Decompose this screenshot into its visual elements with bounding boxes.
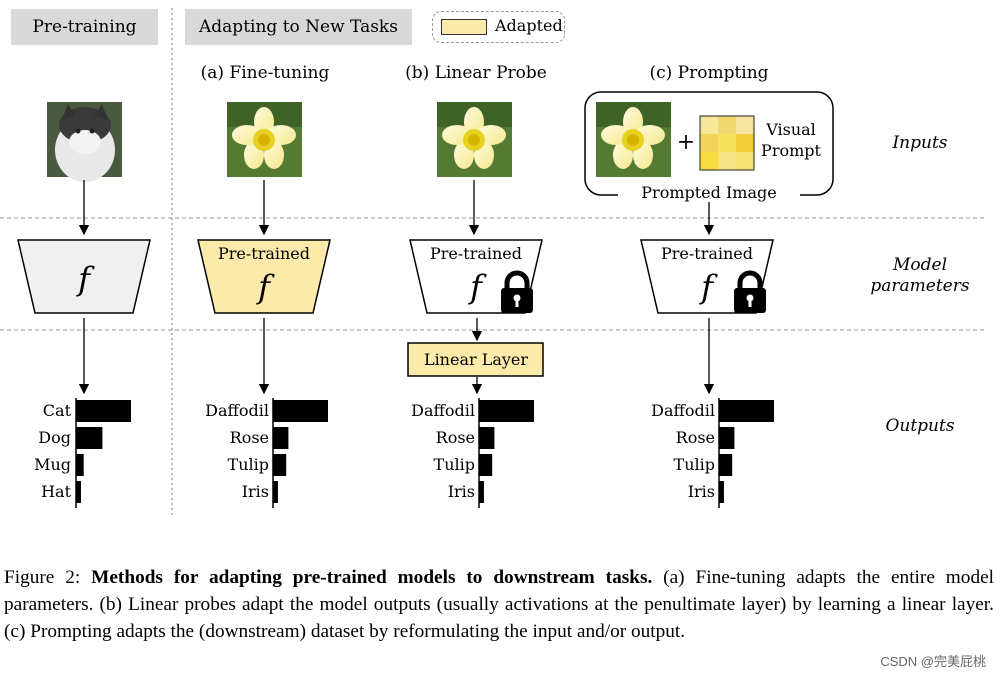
- figure-caption: Figure 2: Methods for adapting pre-train…: [4, 564, 994, 645]
- output-bar: [273, 427, 289, 449]
- output-label: Tulip: [673, 455, 715, 474]
- daffodil-image-linear-probe: [437, 102, 512, 177]
- caption-prefix: Figure 2:: [4, 567, 92, 588]
- daffodil-image-finetuning: [227, 102, 302, 177]
- output-bar: [719, 481, 724, 503]
- output-bars-finetuning: [272, 398, 328, 508]
- row-label-inputs: Inputs: [892, 133, 948, 153]
- output-bar: [719, 454, 733, 476]
- output-label: Rose: [229, 428, 269, 447]
- header-pretraining: Pre-training: [11, 9, 158, 45]
- output-bar: [76, 427, 103, 449]
- output-bars-pretraining: [75, 398, 131, 508]
- output-bar: [76, 400, 131, 422]
- output-label: Tulip: [433, 455, 475, 474]
- column-prompting: (c) Prompting: [649, 63, 769, 83]
- output-bars-linear-probe: [478, 398, 534, 508]
- row-label-model-2: parameters: [870, 276, 970, 296]
- caption-body: (a) Fine-tuning adapts the entire model …: [4, 567, 994, 642]
- daffodil-image-prompting: [596, 102, 671, 177]
- output-label: Daffodil: [651, 401, 715, 420]
- output-label: Tulip: [227, 455, 269, 474]
- output-bar: [479, 400, 534, 422]
- model-finetuning: [197, 239, 331, 314]
- model-label-finetuning: Pre-trained: [217, 244, 311, 263]
- output-label: Rose: [675, 428, 715, 447]
- f-symbol: f: [701, 268, 713, 306]
- output-label: Iris: [687, 482, 715, 501]
- visual-prompt-label-1: Visual: [766, 120, 816, 139]
- output-bar: [479, 481, 484, 503]
- watermark: CSDN @完美屁桃: [880, 654, 986, 669]
- model-pretraining: [17, 239, 151, 314]
- column-linear-probe: (b) Linear Probe: [405, 63, 547, 83]
- output-bar: [273, 454, 287, 476]
- output-label: Daffodil: [411, 401, 475, 420]
- output-label: Hat: [41, 482, 71, 501]
- header-adapting: Adapting to New Tasks: [185, 9, 412, 45]
- visual-prompt-label-2: Prompt: [761, 141, 821, 160]
- output-bar: [273, 481, 278, 503]
- row-label-outputs: Outputs: [885, 416, 955, 436]
- output-label: Rose: [435, 428, 475, 447]
- prompted-image-label: Prompted Image: [618, 183, 800, 202]
- output-bar: [76, 454, 84, 476]
- output-bar: [273, 400, 328, 422]
- linear-layer-label: Linear Layer: [423, 350, 529, 369]
- f-symbol: f: [78, 260, 90, 298]
- output-bar: [719, 427, 735, 449]
- linear-layer-box: [407, 342, 544, 377]
- cat-image: [47, 102, 122, 182]
- plus-sign: +: [676, 130, 696, 155]
- output-label: Iris: [241, 482, 269, 501]
- legend-adapted-swatch: [441, 19, 487, 35]
- f-symbol: f: [470, 268, 482, 306]
- visual-prompt-grid: [699, 115, 755, 171]
- model-label-linear-probe: Pre-trained: [429, 244, 523, 263]
- output-label: Cat: [42, 401, 71, 420]
- caption-title: Methods for adapting pre-trained models …: [91, 567, 653, 588]
- row-label-model-1: Model: [892, 255, 948, 275]
- output-label: Dog: [38, 428, 71, 447]
- f-symbol: f: [258, 268, 270, 306]
- column-finetuning: (a) Fine-tuning: [200, 63, 330, 83]
- model-label-prompting: Pre-trained: [660, 244, 754, 263]
- legend-adapted: Adapted: [432, 11, 565, 43]
- lock-icon: [501, 270, 533, 313]
- legend-adapted-label: Adapted: [495, 16, 563, 35]
- output-bar: [76, 481, 81, 503]
- output-bar: [479, 454, 493, 476]
- output-label: Iris: [447, 482, 475, 501]
- output-bars-prompting: [718, 398, 774, 508]
- output-label: Mug: [34, 455, 71, 474]
- output-label: Daffodil: [205, 401, 269, 420]
- output-bar: [479, 427, 495, 449]
- output-bar: [719, 400, 774, 422]
- lock-icon: [734, 270, 766, 313]
